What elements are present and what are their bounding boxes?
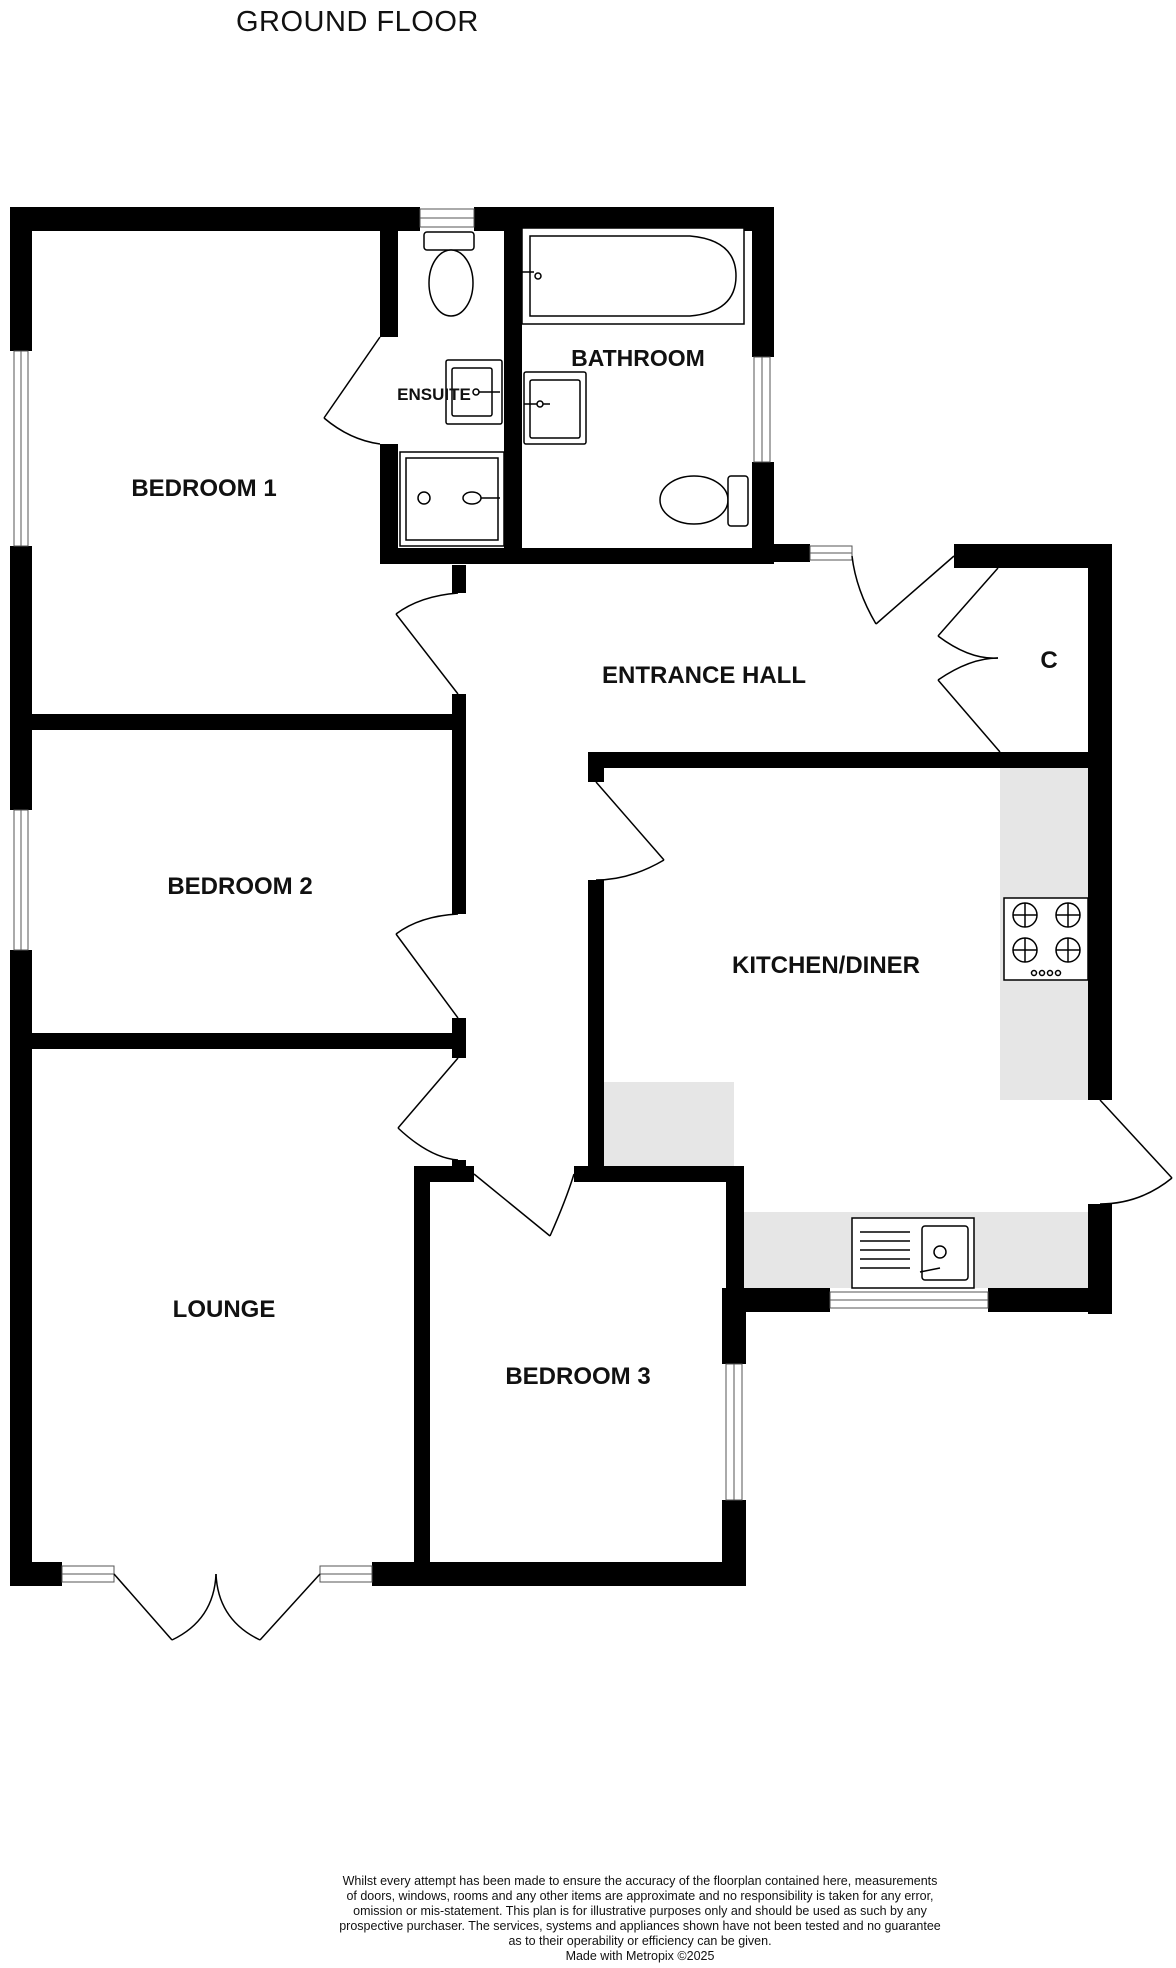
door-kitchen-side: [1099, 1099, 1173, 1205]
basin-ensuite-icon: [445, 359, 503, 425]
disclaimer-line: omission or mis-statement. This plan is …: [353, 1904, 927, 1918]
wall-corridor-left-3: [452, 1018, 466, 1058]
disclaimer: Whilst every attempt has been made to en…: [290, 1874, 990, 1964]
door-cupboard: [937, 567, 1001, 753]
wall-kitchen-top: [588, 752, 1088, 768]
wall-top-right: [474, 207, 774, 231]
wall-corridor-left-2: [452, 694, 466, 914]
room-labels: BEDROOM 1 ENSUITE BATHROOM ENTRANCE HALL…: [131, 345, 1057, 1390]
door-lounge-french: [113, 1573, 321, 1641]
label-bedroom2: BEDROOM 2: [167, 873, 312, 900]
wall-hall-top-b: [954, 544, 1112, 568]
label-cupboard: C: [1040, 647, 1057, 674]
hob-icon: [1003, 897, 1089, 981]
door-bedroom2: [395, 913, 459, 1019]
wall-left-2: [10, 546, 32, 810]
door-front: [851, 555, 955, 625]
wall-right-1: [1088, 544, 1112, 1100]
toilet-bathroom-icon: [659, 475, 749, 527]
walls: [10, 207, 1112, 1586]
wall-ensuite-left-1: [380, 207, 398, 337]
wall-ensuite-bottom: [380, 548, 774, 564]
wall-corridor-left-1: [452, 565, 466, 593]
sink-icon: [851, 1217, 975, 1289]
wall-kitchen-left-2: [588, 880, 604, 1182]
disclaimer-line: as to their operability or efficiency ca…: [508, 1934, 772, 1948]
door-kitchen: [595, 781, 665, 881]
wall-kitchen-left-1: [588, 752, 604, 782]
shower-ensuite-icon: [399, 451, 505, 547]
kitchen-worktops: [604, 768, 1088, 1288]
door-lounge: [397, 1057, 459, 1161]
bath-icon: [521, 227, 745, 325]
door-bedroom3: [473, 1173, 575, 1237]
doors: [113, 336, 1173, 1641]
wall-bath-right-1: [752, 207, 774, 357]
wall-bottom-lounge-a: [10, 1562, 62, 1586]
basin-bathroom-icon: [523, 371, 587, 445]
wall-bed3-top-b: [574, 1166, 740, 1182]
label-bedroom1: BEDROOM 1: [131, 475, 276, 502]
label-ensuite: ENSUITE: [397, 385, 471, 404]
disclaimer-line: prospective purchaser. The services, sys…: [339, 1919, 941, 1933]
label-entrance-hall: ENTRANCE HALL: [602, 662, 806, 689]
label-bathroom: BATHROOM: [571, 345, 705, 371]
label-lounge: LOUNGE: [173, 1296, 276, 1323]
wall-bed2-lounge: [10, 1033, 454, 1049]
fixtures: [399, 227, 1089, 1289]
wall-bottom-lounge-b: [372, 1562, 422, 1586]
wall-top-left: [10, 207, 420, 231]
wall-left-1: [10, 207, 32, 351]
worktop-left-corner: [604, 1082, 734, 1166]
toilet-ensuite-icon: [423, 231, 475, 317]
label-bedroom3: BEDROOM 3: [505, 1363, 650, 1390]
door-ensuite: [323, 336, 381, 445]
wall-bed1-bed2: [10, 714, 454, 730]
wall-ensuite-left-2: [380, 444, 398, 564]
wall-bottom-bed3: [414, 1562, 746, 1586]
wall-left-3: [10, 950, 32, 1586]
wall-bed3-left: [414, 1166, 430, 1586]
floor-title: GROUND FLOOR: [236, 6, 479, 38]
disclaimer-line: Whilst every attempt has been made to en…: [342, 1874, 938, 1888]
wall-hall-top-a: [752, 544, 810, 562]
windows: [13, 208, 989, 1583]
wall-bath-right-2: [752, 462, 774, 562]
disclaimer-line: of doors, windows, rooms and any other i…: [346, 1889, 934, 1903]
wall-kitchen-bottom-a: [722, 1288, 830, 1312]
wall-kitchen-bottom-b: [988, 1288, 1112, 1312]
label-kitchen: KITCHEN/DINER: [732, 952, 920, 979]
disclaimer-credit: Made with Metropix ©2025: [565, 1949, 715, 1963]
wall-kitchen-bed3: [726, 1166, 744, 1288]
wall-ensuite-bath: [504, 207, 522, 557]
door-bedroom1: [395, 592, 459, 695]
